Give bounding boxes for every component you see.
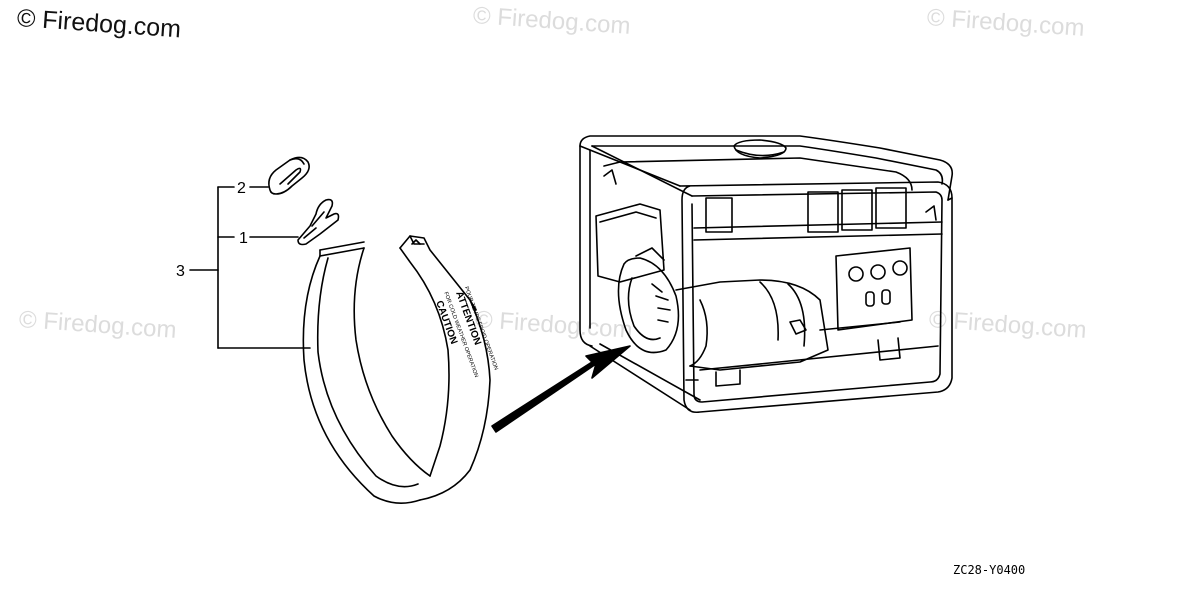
part-3-band [302, 235, 491, 504]
callout-3: 3 [176, 263, 185, 280]
callout-2: 2 [237, 180, 246, 197]
installation-arrow [491, 345, 631, 433]
part-2-clip [268, 156, 310, 195]
callout-1: 1 [239, 230, 248, 247]
part-1-hook-clip [297, 198, 340, 246]
callout-leader-lines [189, 186, 311, 349]
generator-drawing [579, 135, 954, 414]
drawing-code: ZC28-Y0400 [953, 563, 1025, 577]
